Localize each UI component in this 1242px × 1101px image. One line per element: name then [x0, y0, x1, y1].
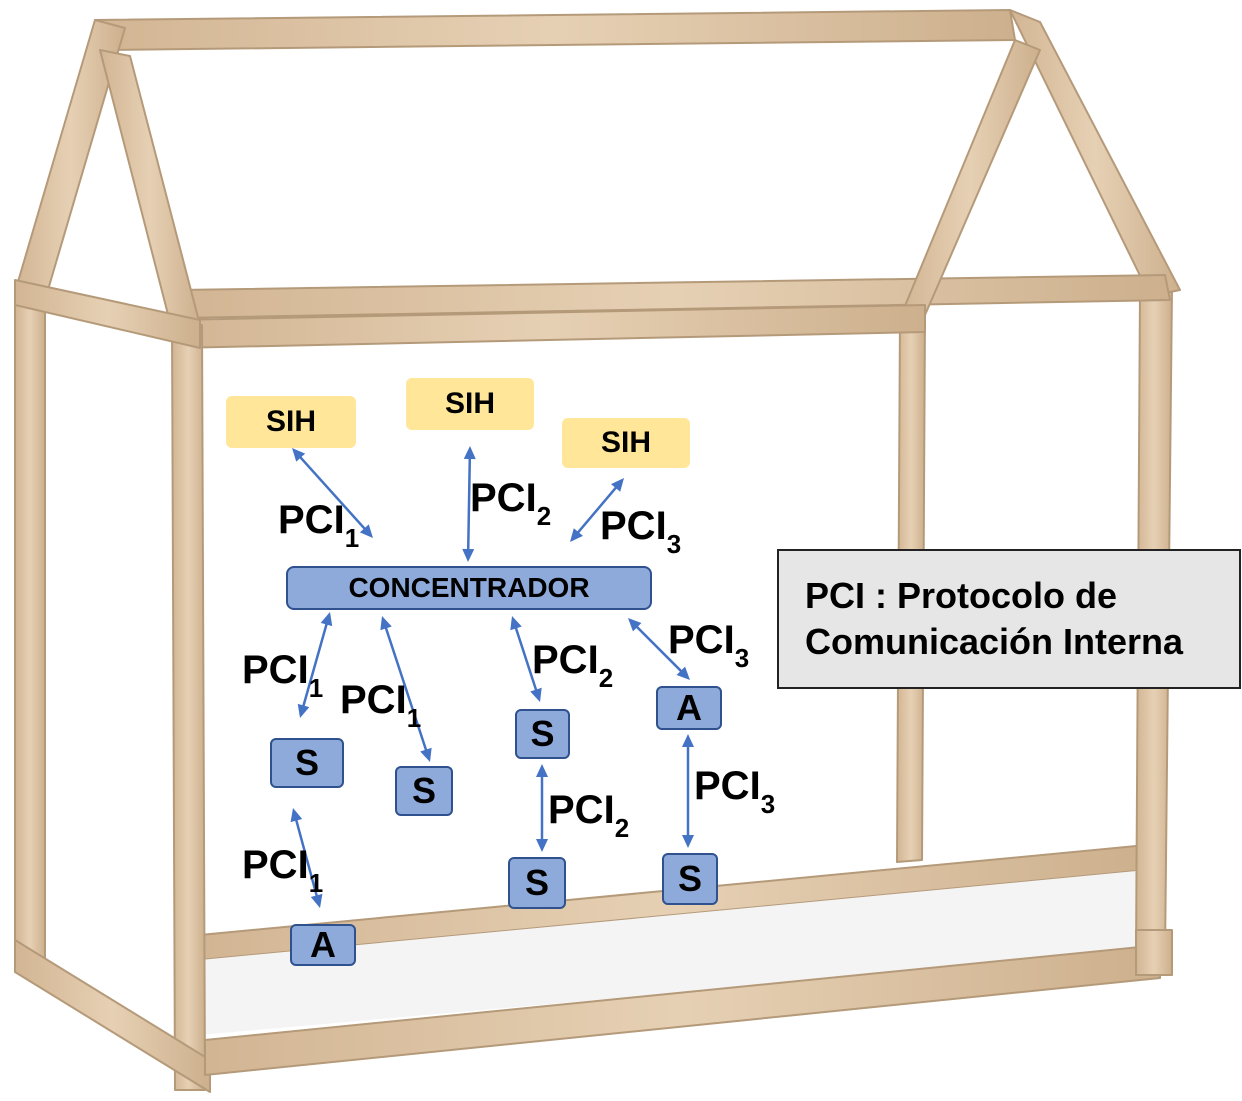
arrowhead [463, 446, 476, 460]
arrowhead [462, 548, 475, 562]
sensor-box-4: S [508, 857, 566, 909]
connection-arrow-6 [513, 625, 539, 693]
protocol-label-top-1: PCI1 [278, 498, 360, 553]
connection-arrow-1 [297, 454, 368, 532]
actuator-box-1: A [656, 686, 722, 730]
connection-arrow-7 [634, 624, 684, 674]
arrowhead [682, 835, 694, 848]
sih-box-3: SIH [562, 418, 690, 468]
protocol-label-right-3: PCI3 [668, 618, 750, 673]
sensor-box-3: S [515, 709, 570, 759]
arrowhead [676, 666, 690, 680]
legend-box: PCI : Protocolo de Comunicación Interna [777, 549, 1241, 689]
protocol-label-bottom-1: PCI1 [242, 843, 324, 898]
sensor-box-1: S [270, 738, 344, 788]
sensor-box-5: S [662, 853, 718, 905]
arrowhead [292, 448, 306, 462]
connection-arrow-8 [294, 817, 319, 899]
arrowhead [611, 478, 624, 492]
protocol-label-top-2: PCI2 [470, 476, 552, 531]
protocol-label-top-3: PCI3 [600, 504, 682, 559]
arrowhead [380, 616, 392, 631]
arrowhead [290, 808, 303, 823]
protocol-label-left-1: PCI1 [242, 648, 324, 703]
arrowhead [297, 703, 310, 718]
arrowhead [682, 734, 694, 747]
protocol-label-bottom-2: PCI2 [548, 788, 630, 843]
arrowhead [420, 747, 432, 762]
arrowhead [530, 687, 542, 702]
concentrator-box: CONCENTRADOR [286, 566, 652, 610]
arrowhead [310, 893, 323, 908]
connection-arrow-4 [301, 621, 329, 709]
sensor-box-2: S [395, 766, 453, 816]
connection-arrow-2 [466, 455, 472, 553]
connection-arrows [290, 446, 694, 908]
arrowhead [536, 764, 548, 777]
protocol-label-bottom-3: PCI3 [694, 764, 776, 819]
arrowhead [570, 528, 583, 542]
wooden-house-frame-icon [14, 9, 1181, 1093]
arrowhead [320, 612, 333, 627]
arrowhead [536, 839, 548, 852]
legend-line-1: PCI : Protocolo de [805, 575, 1118, 616]
protocol-label-mid-1: PCI1 [340, 678, 422, 733]
sih-box-1: SIH [226, 396, 356, 448]
protocol-label-center-2: PCI2 [532, 638, 614, 693]
connection-arrow-5 [383, 625, 429, 753]
arrowhead [359, 524, 373, 538]
arrowhead [510, 616, 522, 631]
sih-box-2: SIH [406, 378, 534, 430]
connection-arrow-3 [575, 484, 619, 536]
legend-line-2: Comunicación Interna [805, 621, 1184, 662]
arrowhead [628, 618, 642, 632]
actuator-box-2: A [290, 924, 356, 966]
